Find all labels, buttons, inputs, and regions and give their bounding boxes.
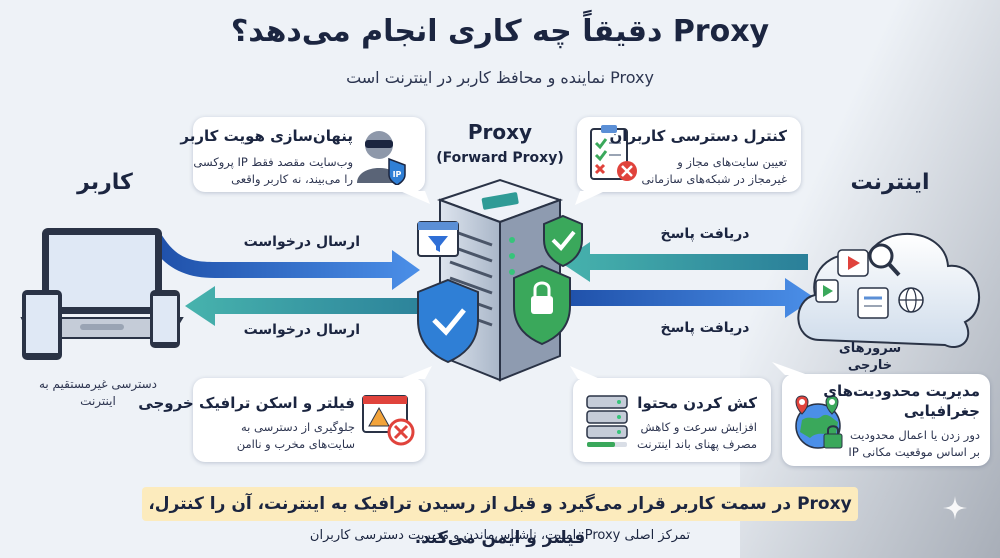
response-arrow-right-top (560, 242, 808, 282)
lock-icon (513, 264, 571, 346)
phone-icon (150, 290, 180, 348)
database-icon (586, 395, 628, 447)
filter-line1: جلوگیری از دسترسی به (240, 420, 355, 434)
user-label: کاربر (77, 170, 133, 195)
geo-line1: دور زدن یا اعمال محدودیت (849, 428, 980, 442)
filter-card: فیلتر و اسکن ترافیک خروجی جلوگیری از دست… (138, 378, 425, 462)
proxy-subtitle: (Forward Proxy) (436, 150, 564, 166)
hacker-icon: IP (357, 131, 406, 185)
warning-window-icon (362, 395, 415, 446)
request-arrow-right-bottom (560, 278, 815, 318)
access-control-card: کنترل دسترسی کاربران تعیین سایت‌های مجاز… (577, 117, 801, 192)
tablet-icon (22, 290, 62, 360)
identity-card: IP پنهان‌سازی هویت کاربر وب‌سایت مقصد فق… (180, 117, 425, 192)
globe-icon (795, 395, 843, 449)
internet-label: اینترنت (850, 170, 930, 195)
cache-card: کش کردن محتوا افزایش سرعت و کاهش مصرف په… (573, 378, 771, 462)
cache-line1: افزایش سرعت و کاهش (640, 420, 757, 434)
cache-line2: مصرف پهنای باند اینترنت (637, 437, 757, 451)
geo-title-line2: جغرافیایی (903, 402, 980, 420)
cache-title: کش کردن محتوا (637, 394, 757, 412)
page-title: Proxy دقیقاً چه کاری انجام می‌دهد؟ (230, 14, 770, 49)
response-arrow-bottom (185, 286, 440, 326)
identity-line2: را می‌بیند، نه کاربر واقعی (231, 172, 353, 186)
identity-title: پنهان‌سازی هویت کاربر (180, 127, 353, 145)
shield-icon (417, 278, 479, 364)
user-note: دسترسی غیرمستقیم به اینترنت (38, 377, 158, 408)
geo-line2: بر اساس موقعیت مکانی IP (848, 445, 980, 459)
filter-title: فیلتر و اسکن ترافیک خروجی (138, 394, 355, 412)
ip-badge-text: IP (393, 170, 402, 179)
send-request-label-bottom: ارسال درخواست (243, 322, 360, 338)
identity-line1: وب‌سایت مقصد فقط IP پروکسی (193, 155, 353, 169)
geo-title-line1: مدیریت محدودیت‌های (823, 382, 980, 400)
receive-response-label-top: دریافت پاسخ (660, 226, 750, 242)
access-control-title: کنترل دسترسی کاربران (609, 127, 788, 145)
filter-window-icon (417, 221, 459, 257)
send-request-label-top: ارسال درخواست (243, 234, 360, 250)
receive-response-label-bottom: دریافت پاسخ (660, 320, 750, 336)
filter-line2: سایت‌های مخرب و ناامن (236, 437, 355, 451)
shield-check-icon (543, 214, 583, 268)
footer-note: تمرکز اصلی Proxy: امنیت، ناشناس‌ماندن و … (309, 528, 691, 543)
servers-label: سرورهای خارجی (838, 341, 902, 373)
cloud-icon (797, 232, 981, 348)
page-subtitle: Proxy نماینده و محافظ کاربر در اینترنت ا… (346, 68, 654, 87)
proxy-title: Proxy (467, 120, 533, 144)
checklist-icon (590, 125, 637, 181)
access-control-line1: تعیین سایت‌های مجاز و (677, 155, 787, 169)
sparkle-icon (943, 496, 967, 520)
request-arrow-top (150, 232, 420, 290)
geo-restriction-card: مدیریت محدودیت‌های جغرافیایی دور زدن یا … (782, 374, 990, 466)
summary-banner: Proxy در سمت کاربر قرار می‌گیرد و قبل از… (142, 487, 858, 548)
access-control-line2: غیرمجاز در شبکه‌های سازمانی (641, 172, 787, 186)
